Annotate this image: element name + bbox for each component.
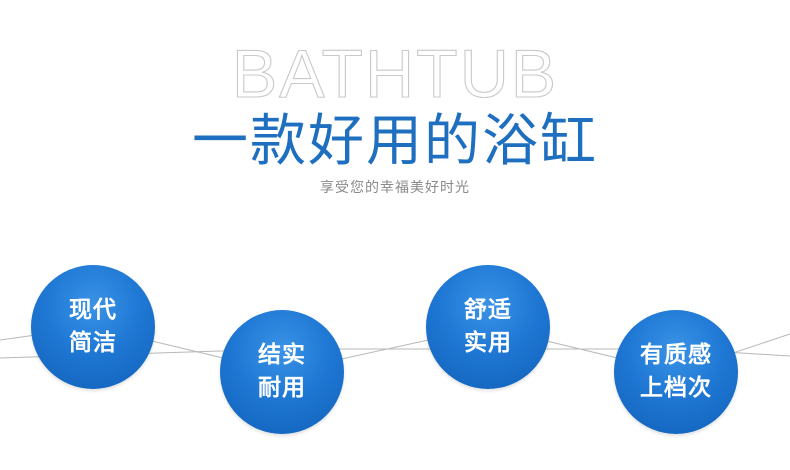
feature-label: 结实	[258, 342, 306, 368]
headline-english: BATHTUB	[231, 36, 559, 112]
feature-durable: 结实 耐用	[220, 310, 344, 434]
feature-modern-simple: 现代 简洁	[31, 265, 155, 389]
feature-label: 耐用	[258, 375, 306, 401]
feature-label: 实用	[464, 330, 512, 356]
feature-label: 上档次	[640, 375, 712, 401]
feature-label: 舒适	[464, 297, 512, 323]
feature-label: 有质感	[640, 342, 712, 368]
feature-comfortable-practical: 舒适 实用	[426, 265, 550, 389]
headline-chinese: 一款好用的浴缸	[192, 109, 598, 174]
feature-label: 现代	[69, 297, 117, 323]
feature-label: 简洁	[69, 330, 117, 356]
tagline: 享受您的幸福美好时光	[320, 180, 470, 196]
feature-premium-quality: 有质感 上档次	[614, 310, 738, 434]
